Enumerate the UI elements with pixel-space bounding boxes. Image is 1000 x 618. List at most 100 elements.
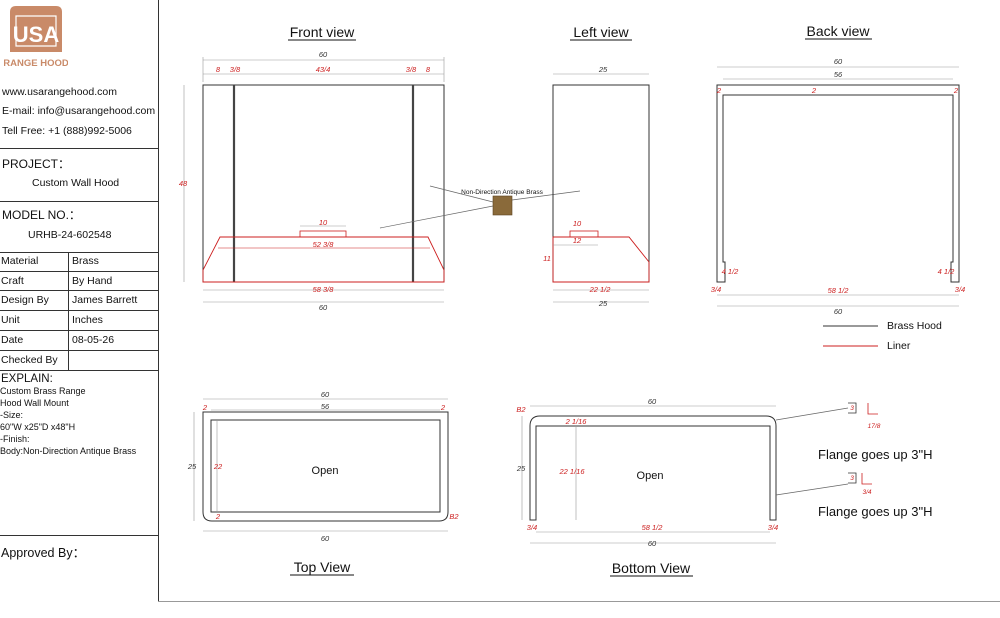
top-open-label: Open [312,465,339,477]
top-view: Open 60 56 2 2 25 22 2 B2 60 [187,390,460,543]
divider [0,271,158,272]
dim-back-edge-right: 3/4 [955,285,965,294]
dim-bottom-overall-bottom: 60 [648,539,657,548]
divider [0,350,158,351]
dim-back-wall-left: 2 [716,86,722,95]
logo-subtext: RANGE HOOD [4,58,68,69]
divider [0,330,158,331]
front-liner-outline [202,236,445,283]
back-frame-outline [716,84,960,283]
line-legend: Brass Hood Liner [823,320,942,352]
flange-profile [848,472,857,484]
legend-liner-label: Liner [887,340,911,352]
spec-label-checked: Checked By [1,354,58,366]
leader-line [429,185,494,203]
top-view-title: Top View [294,559,351,575]
back-view: 60 56 2 2 2 4 1/2 4 1/2 3/4 3/4 58 1/2 6… [711,57,965,316]
approved-by-label: Approved By： [1,546,86,560]
bottom-view: Open 60 B2 2 1/16 25 22 1/16 3/4 3/4 58 … [516,397,933,548]
bottom-view-title: Bottom View [612,560,691,576]
spec-label-material: Material [1,255,39,267]
dim-front-right-gap: 8 [426,65,431,74]
usa-range-hood-logo: USA RANGE HOOD [4,6,68,69]
dim-top-wall-left: 2 [202,403,208,412]
dim-bottom-edge: B2 [516,405,526,414]
dim-top-overall-top: 60 [321,390,330,399]
dim-left-bottom: 22 1/2 [589,285,612,294]
dim-back-overall-top: 60 [834,57,843,66]
flange-note-bottom: Flange goes up 3"H [818,504,932,519]
flange-leader-line [775,407,849,421]
spec-value-material: Brass [72,255,99,267]
model-value: URHB-24-602548 [28,229,112,241]
dim-front-liner-top: 52 3/8 [313,240,335,249]
dim-left-overall-bottom: 25 [598,299,608,308]
leader-line [379,205,494,229]
bottom-frame-outline [529,415,777,521]
spec-value-date: 08-05-26 [72,334,115,346]
flange-profile [861,473,872,485]
dim-front-inner: 10 [319,218,328,227]
dim-bottom-depth: 25 [516,464,526,473]
spec-value-craft: By Hand [72,275,113,287]
dim-bottom-inner-depth: 22 1/16 [558,467,585,476]
divider [0,290,158,291]
dim-back-inner-top: 56 [834,70,843,79]
spec-label-designer: Design By [1,294,49,306]
dim-bottom-overall-top: 60 [648,397,657,406]
dim-top-inner-depth: 22 [213,462,223,471]
dim-back-notch-left: 4 1/2 [722,267,740,276]
explain-line: -Size: [0,410,24,420]
sheet-bottom-border [158,601,1000,602]
project-label: PROJECT： [2,157,71,171]
dim-bottom-edge-left: 3/4 [527,523,537,532]
leader-line [511,190,581,201]
antique-brass-swatch [492,195,513,216]
dim-top-inner-top: 56 [321,402,330,411]
divider [0,535,158,536]
front-inner-filter [299,230,347,238]
left-liner-outline [552,236,650,283]
spec-label-unit: Unit [1,314,20,326]
view-titles: Front view Left view Back view Top View … [288,23,872,577]
explain-line: Hood Wall Mount [0,398,69,408]
dim-back-wall-mid: 2 [811,86,817,95]
divider [0,370,158,371]
company-website[interactable]: www.usarangehood.com [2,86,117,98]
logo-text: USA [13,22,60,47]
dim-left-inner-top: 10 [573,219,582,228]
left-body-outline [552,84,650,283]
spec-label-date: Date [1,334,24,346]
dim-front-left-gap: 8 [216,65,221,74]
left-inner-filter [569,230,599,238]
dim-back-overall-bottom: 60 [834,307,843,316]
divider [0,201,158,202]
dim-front-frac-right: 3/8 [406,65,417,74]
dim-back-edge-left: 3/4 [711,285,721,294]
dim-top-overall-bottom: 60 [321,534,330,543]
dim-left-top: 25 [598,65,608,74]
left-view-title: Left view [573,24,629,40]
dim-back-notch-right: 4 1/2 [938,267,956,276]
explain-line: Body:Non-Direction Antique Brass [0,446,137,456]
explain-line: Custom Brass Range [0,386,86,396]
company-phone: Tell Free: +1 (888)992-5006 [2,125,132,137]
explain-line: 60"W x25"D x48"H [0,422,76,432]
company-email[interactable]: E-mail: info@usarangehood.com [2,105,156,117]
flange-leader-line [775,483,849,496]
left-view: 25 10 12 11 22 1/2 25 [543,65,650,308]
project-value: Custom Wall Hood [32,177,120,189]
front-body-outline [202,84,445,283]
spec-label-craft: Craft [1,275,24,287]
dim-top-depth: 25 [187,462,197,471]
title-block: USA RANGE HOOD www.usarangehood.com E-ma… [0,0,159,602]
dim-flange-c: 3 [850,475,854,482]
flange-note-top: Flange goes up 3"H [818,447,932,462]
front-view-title: Front view [290,24,355,40]
dim-top-edge: B2 [449,512,459,521]
dim-flange-a: 3 [850,405,854,412]
dim-left-height: 11 [543,254,551,263]
top-inner-outline [210,419,441,513]
